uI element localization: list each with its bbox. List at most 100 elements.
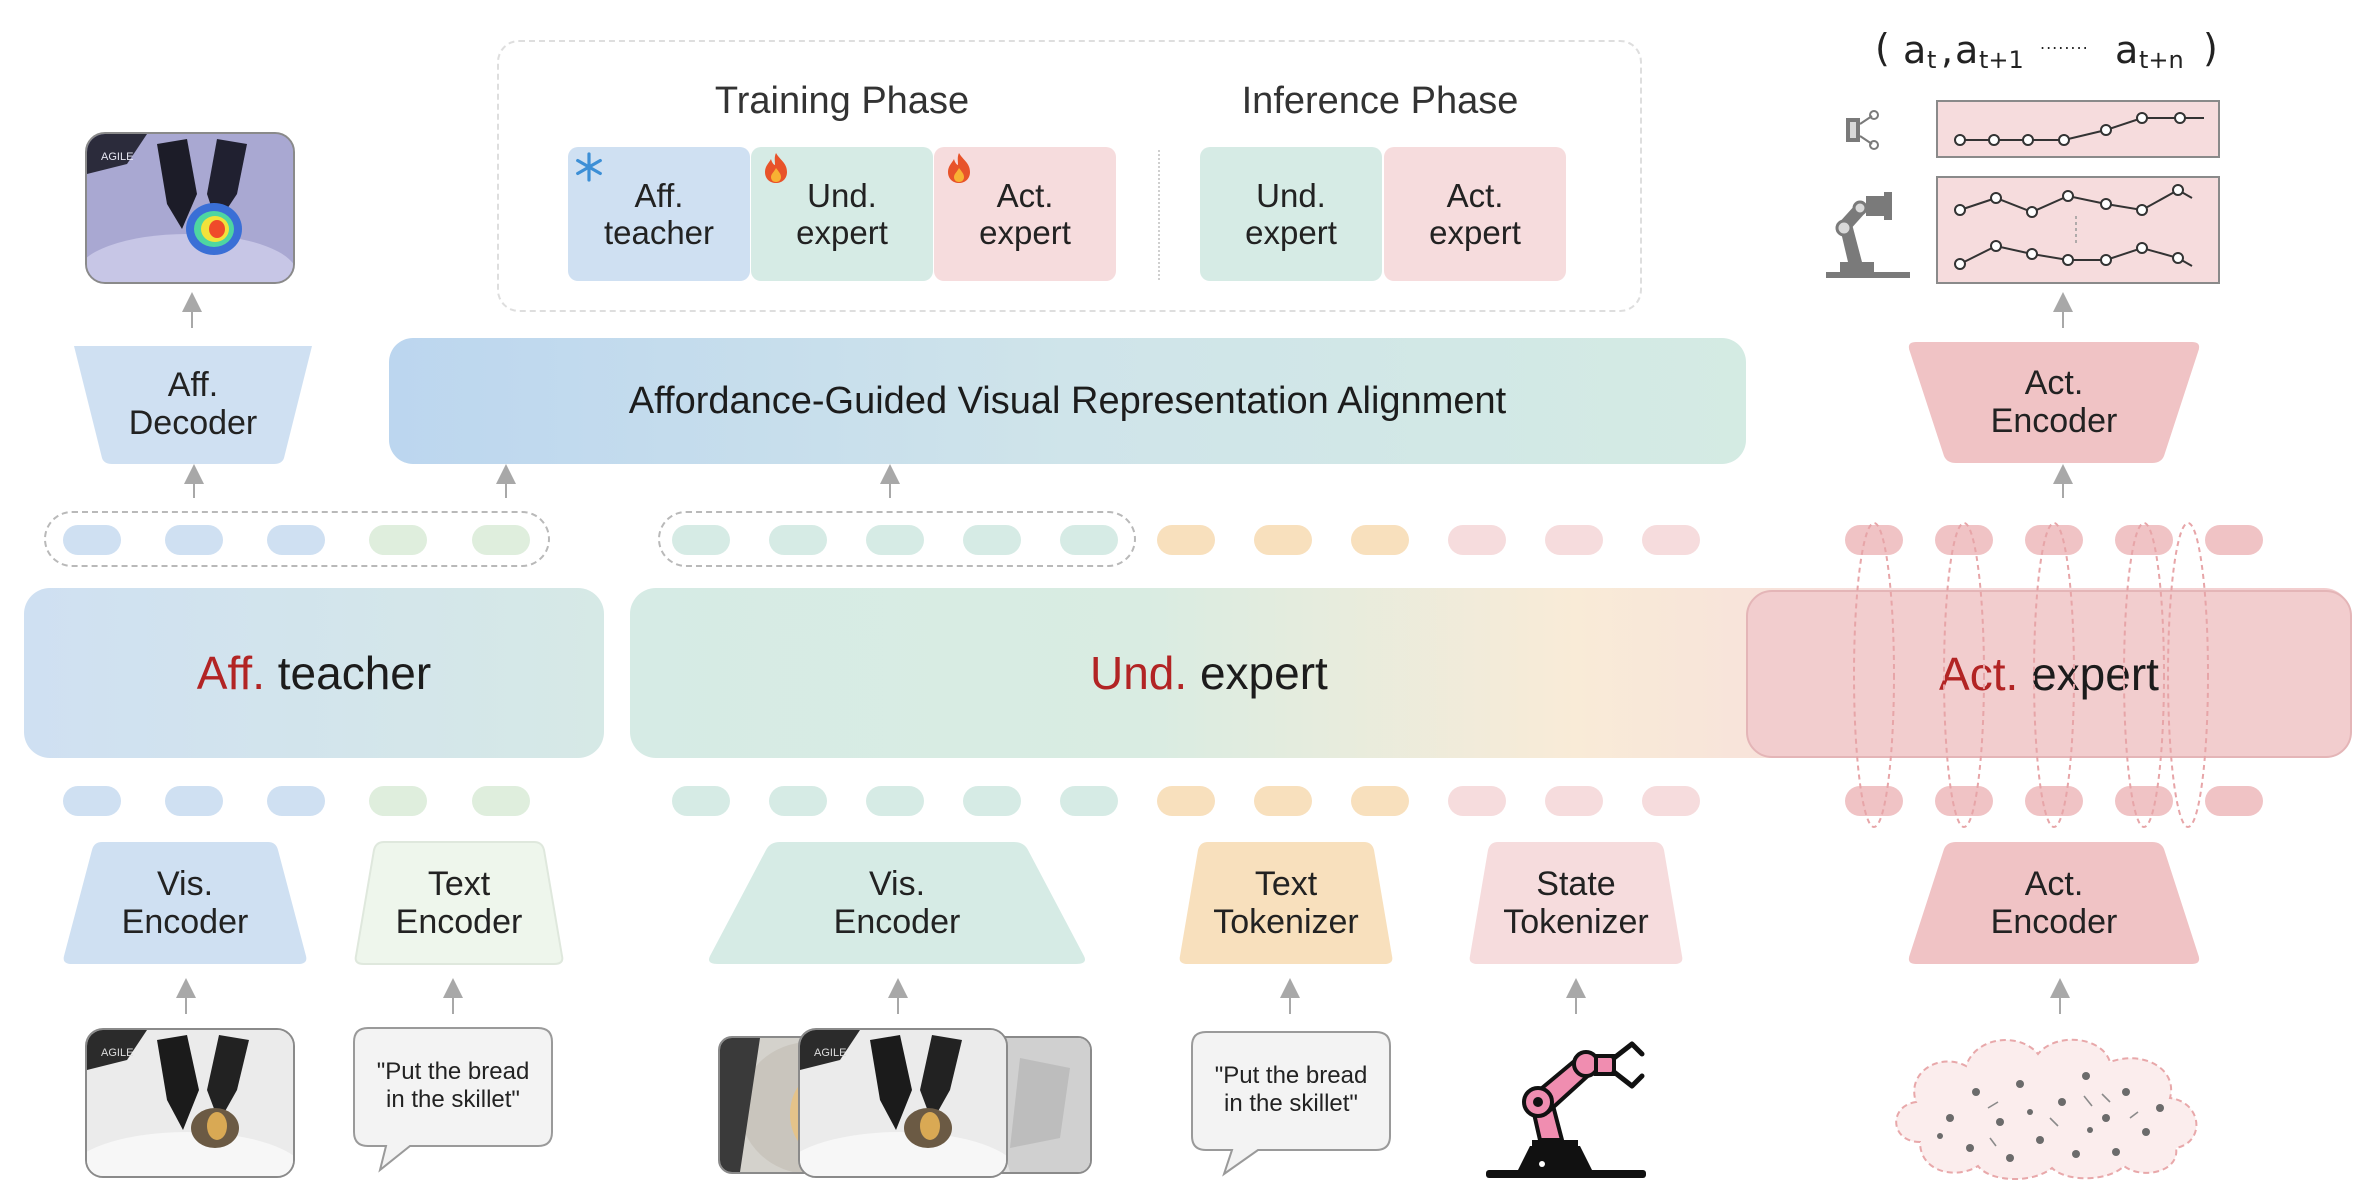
text-token: [369, 525, 427, 555]
legend-divider: [1158, 150, 1160, 280]
a-t1: a: [1955, 28, 1979, 72]
vision-token: [165, 525, 223, 555]
ellipsis: ........: [2040, 34, 2089, 53]
snowflake-icon: [576, 152, 602, 182]
watermark-text: AGILE: [101, 151, 133, 163]
vision-token: [866, 786, 924, 816]
text-encoder: Text Encoder: [352, 838, 566, 968]
vision-token: [1060, 786, 1118, 816]
action-token: [2025, 786, 2083, 816]
text-tokenizer-label: Text Tokenizer: [1213, 865, 1359, 941]
state-token: [1545, 525, 1603, 555]
text-token: [472, 525, 530, 555]
vision-token: [866, 525, 924, 555]
aff-decoder-label: Aff. Decoder: [128, 366, 258, 442]
robot-arm-state-icon: [1486, 1041, 1646, 1178]
state-tokenizer: State Tokenizer: [1466, 838, 1686, 968]
act-encoder-bottom: Act. Encoder: [1902, 838, 2206, 968]
instruction-bubble-mid: [1191, 1031, 1391, 1177]
act-encoder-top-label: Act. Encoder: [1990, 364, 2118, 440]
robot-arm-icon: [1826, 192, 1910, 278]
arm-trajectory-panel: [1936, 176, 2220, 284]
instruction-bubble-left: [353, 1027, 553, 1173]
action-token: [2115, 525, 2173, 555]
action-token: [1935, 525, 1993, 555]
und-expert-suffix: expert: [1187, 647, 1328, 699]
text-token: [1157, 525, 1215, 555]
vision-token: [963, 786, 1021, 816]
vision-token: [165, 786, 223, 816]
fire-icon: [765, 153, 787, 183]
vis-encoder-mid: Vis. Encoder: [706, 838, 1088, 968]
act-encoder-bottom-label: Act. Encoder: [1990, 865, 2118, 941]
gripper-trajectory-panel: [1936, 100, 2220, 158]
vision-token: [1060, 525, 1118, 555]
legend-aff-teacher: Aff. teacher: [568, 147, 750, 281]
action-token: [1845, 525, 1903, 555]
aff-teacher-prefix: Aff.: [196, 647, 265, 699]
fire-icon: [948, 153, 970, 183]
action-token: [1845, 786, 1903, 816]
affordance-heatmap-image: AGILE: [85, 132, 295, 284]
action-token: [1935, 786, 1993, 816]
training-phase-title: Training Phase: [714, 80, 970, 122]
action-attention-loops: [1853, 522, 2209, 828]
vision-token: [63, 786, 121, 816]
text-encoder-label: Text Encoder: [395, 865, 523, 941]
vision-token: [672, 525, 730, 555]
action-token: [2115, 786, 2173, 816]
vision-token: [672, 786, 730, 816]
vision-token: [769, 525, 827, 555]
state-token: [1448, 786, 1506, 816]
state-token: [1642, 525, 1700, 555]
vision-token: [267, 786, 325, 816]
multiview-image-front: AGILE: [798, 1028, 1008, 1178]
act-encoder-top: Act. Encoder: [1902, 338, 2206, 466]
gripper-icon: [1846, 110, 1879, 150]
state-token: [1642, 786, 1700, 816]
act-expert-block: Act. expert: [1746, 590, 2352, 758]
a-t1-sub: t+1: [1979, 46, 2024, 74]
legend-act-expert-inference: Act. expert: [1384, 147, 1566, 281]
instruction-text-mid: "Put the bread in the skillet": [1214, 1062, 1368, 1117]
instruction-text-left: "Put the bread in the skillet": [376, 1058, 530, 1113]
aff-teacher-block: Aff. teacher: [24, 588, 604, 758]
vision-token: [963, 525, 1021, 555]
noise-cloud: [1895, 1038, 2198, 1180]
text-token: [1254, 525, 1312, 555]
vision-token: [267, 525, 325, 555]
state-token: [1545, 786, 1603, 816]
watermark-text: AGILE: [101, 1047, 133, 1059]
und-expert-prefix: Und.: [1090, 647, 1188, 699]
text-token: [1254, 786, 1312, 816]
vis-encoder-left-label: Vis. Encoder: [121, 865, 249, 941]
act-expert-prefix: Act.: [1939, 648, 2019, 700]
vision-token: [769, 786, 827, 816]
und-token-group: [658, 511, 1136, 567]
text-tokenizer: Text Tokenizer: [1176, 838, 1396, 968]
observation-image-left: AGILE: [85, 1028, 295, 1178]
text-token: [1157, 786, 1215, 816]
a-t-sub: t: [1927, 46, 1937, 74]
action-token: [2205, 786, 2263, 816]
alignment-module: Affordance-Guided Visual Representation …: [389, 338, 1746, 464]
text-token: [1351, 525, 1409, 555]
state-tokenizer-label: State Tokenizer: [1503, 865, 1649, 941]
alignment-label: Affordance-Guided Visual Representation …: [628, 379, 1507, 422]
vis-encoder-left: Vis. Encoder: [60, 838, 310, 968]
watermark-text: AGILE: [814, 1047, 846, 1059]
text-token: [472, 786, 530, 816]
action-token: [2025, 525, 2083, 555]
text-token: [369, 786, 427, 816]
a-tn-sub: t+n: [2139, 46, 2184, 74]
inference-phase-title: Inference Phase: [1241, 80, 1519, 122]
phase-legend: [497, 40, 1642, 312]
a-t: a: [1903, 28, 1927, 72]
aff-teacher-suffix: teacher: [264, 647, 432, 699]
action-sequence-label: ( a t , a t+1 ........ a t+n ): [1875, 26, 2218, 74]
text-token: [1351, 786, 1409, 816]
a-tn: a: [2115, 28, 2139, 72]
act-expert-suffix: expert: [2018, 648, 2159, 700]
vis-encoder-mid-label: Vis. Encoder: [833, 865, 961, 941]
